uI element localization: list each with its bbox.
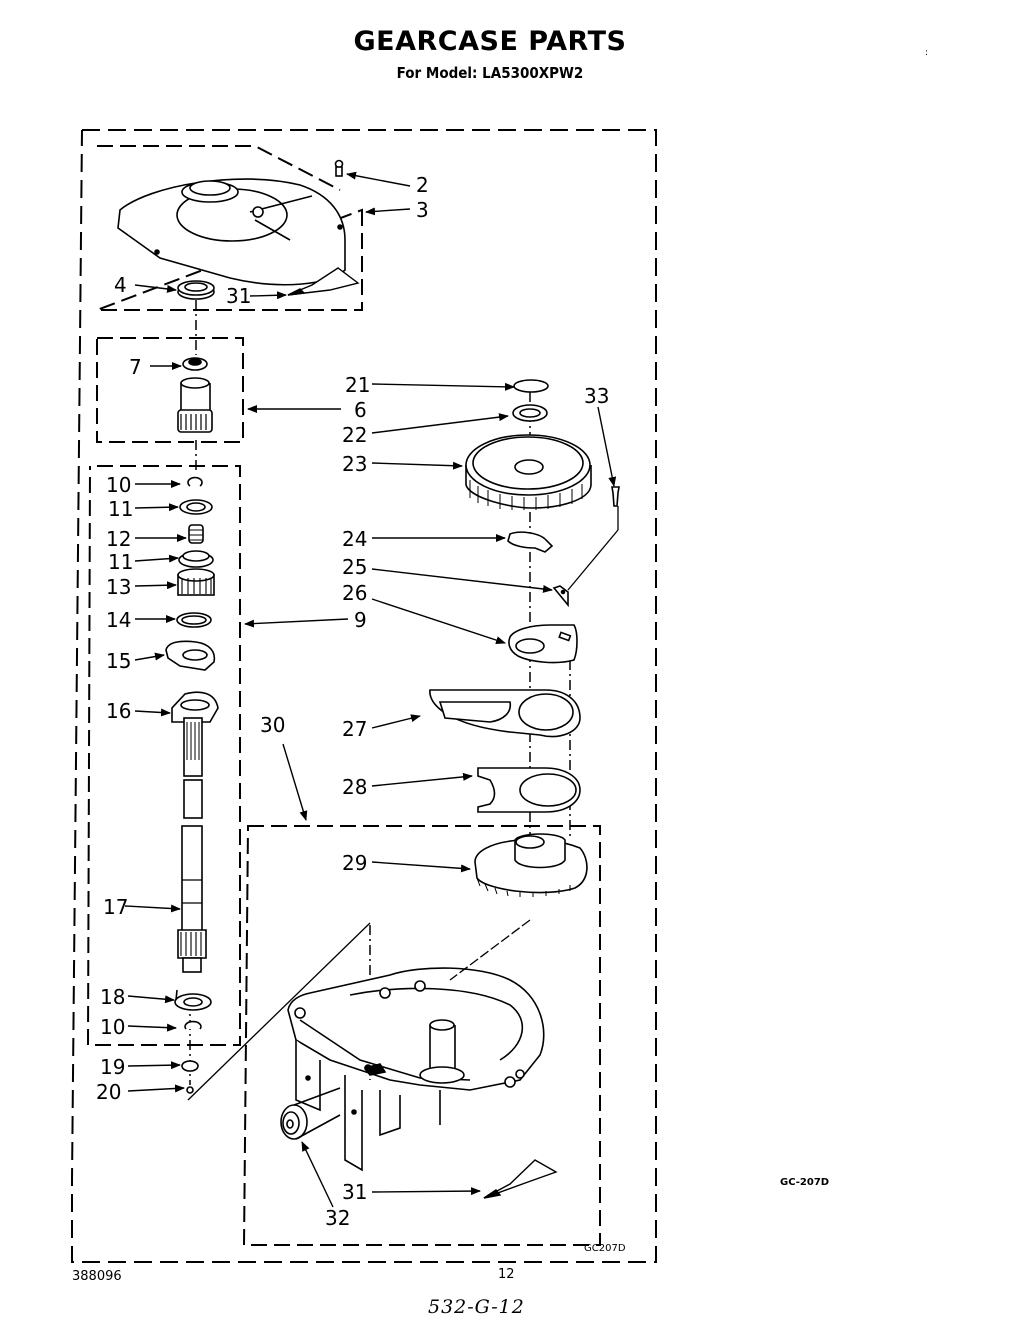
diagram-code-label: GC-207D: [780, 1177, 830, 1188]
grease-tube-drawing-top: [287, 267, 360, 296]
page-number: 12: [498, 1267, 515, 1282]
callout-13: 13: [106, 575, 131, 599]
callout-23: 23: [342, 452, 367, 476]
nut-7-drawing: [182, 357, 208, 371]
callout-9: 9: [354, 608, 367, 632]
pinion-group-box: [96, 337, 244, 443]
screw-2-drawing: [334, 159, 344, 177]
callout-14: 14: [106, 608, 131, 632]
callout-18: 18: [100, 985, 125, 1009]
part-number: 388096: [72, 1269, 122, 1284]
seal-4-drawing: [177, 280, 215, 300]
callout-31-top: 31: [226, 284, 251, 308]
page-title: GEARCASE PARTS: [353, 26, 627, 57]
callout-25: 25: [342, 555, 367, 579]
handwritten-note: 532-G-12: [428, 1296, 525, 1318]
callout-2: 2: [416, 173, 429, 197]
gearcase-cover-drawing: [117, 178, 346, 286]
right-column-drawings: [429, 379, 620, 897]
callout-29: 29: [342, 851, 367, 875]
callout-7: 7: [129, 355, 142, 379]
callout-33: 33: [584, 384, 609, 408]
callout-11-bottom: 11: [108, 550, 133, 574]
callout-10-bottom: 10: [100, 1015, 125, 1039]
callout-19: 19: [100, 1055, 125, 1079]
callout-21: 21: [345, 373, 370, 397]
outer-boundary: [71, 129, 657, 1263]
pinion-6-drawing: [177, 377, 213, 433]
callout-labels: 2 3 4 31 7 6 10 11 12 11 13 14 9 15 16 1…: [96, 173, 609, 1230]
callout-31-bottom: 31: [342, 1180, 367, 1204]
gearcase-housing-drawing: [280, 967, 545, 1172]
model-subtitle: For Model: LA5300XPW2: [396, 64, 584, 82]
callout-16: 16: [106, 699, 131, 723]
callout-4: 4: [114, 273, 127, 297]
callout-20: 20: [96, 1080, 121, 1104]
callout-27: 27: [342, 717, 367, 741]
callout-15: 15: [106, 649, 131, 673]
callout-26: 26: [342, 581, 367, 605]
callout-17: 17: [103, 895, 128, 919]
callout-6: 6: [354, 398, 367, 422]
callout-10-top: 10: [106, 473, 131, 497]
callout-3: 3: [416, 198, 429, 222]
callout-11-top: 11: [108, 497, 133, 521]
callout-22: 22: [342, 423, 367, 447]
diagram-code-inset: GC207D: [584, 1243, 626, 1254]
callout-24: 24: [342, 527, 367, 551]
housing-group-box: [242, 825, 601, 1246]
stray-mark: :: [925, 48, 929, 58]
shaft-stack-drawings: [165, 476, 219, 1094]
callout-30: 30: [260, 713, 285, 737]
callout-28: 28: [342, 775, 367, 799]
grease-tube-drawing-bottom: [483, 1159, 558, 1199]
shaft-group-box: [86, 465, 241, 1046]
callout-12: 12: [106, 527, 131, 551]
callout-32: 32: [325, 1206, 350, 1230]
